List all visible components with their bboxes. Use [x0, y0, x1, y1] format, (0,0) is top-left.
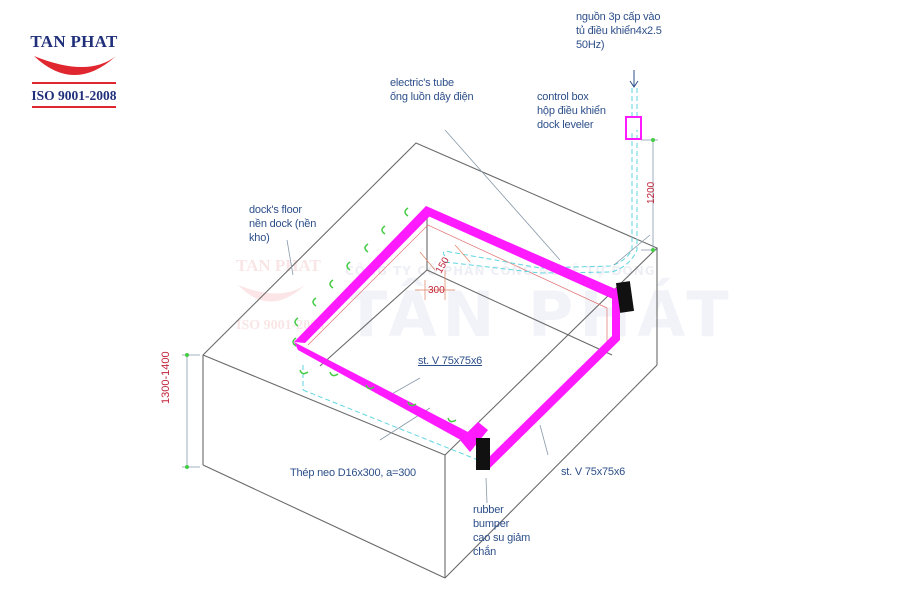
dimension-anchor-offset: 300: [428, 285, 445, 296]
label-anchor-steel: Thép neo D16x300, a=300: [290, 467, 416, 479]
dimension-ticks: [185, 138, 655, 469]
company-logo: TAN PHAT ISO 9001-2008: [28, 32, 120, 112]
logo-iso-cert: ISO 9001-2008: [31, 88, 117, 103]
logo-swoosh-icon: [32, 56, 116, 108]
dimension-pit-depth: 1300-1400: [160, 351, 172, 404]
watermark-logo-text: TAN PHAT: [236, 256, 321, 275]
control-box: [625, 116, 642, 140]
rubber-bumper-right: [615, 281, 635, 313]
label-rubber-bumper: rubber bumper cao su giảm chắn: [473, 504, 531, 558]
label-power-supply: nguồn 3p cấp vào tủ điều khiển4x2.5 50Hz…: [576, 11, 662, 51]
angle-steel-frame: [294, 206, 624, 468]
dimension-control-box-height: 1200: [646, 181, 657, 204]
label-angle-steel-top: st. V 75x75x6: [418, 355, 483, 367]
rubber-bumper-front: [476, 438, 490, 470]
label-electric-tube: electric's tube ống luồn dây điện: [390, 77, 474, 103]
label-docks-floor: dock's floor nền dock (nền kho): [249, 204, 317, 244]
electric-tube: [302, 88, 638, 461]
label-angle-steel-side: st. V 75x75x6: [561, 466, 626, 478]
anchor-steel-hooks: [292, 207, 457, 423]
small-dimension-marks: [415, 244, 471, 300]
power-arrow-icon: [629, 70, 639, 88]
dimension-lines: [182, 139, 658, 468]
pit-outline: [202, 142, 658, 579]
watermark-iso-text: ISO 9001-2008: [236, 318, 325, 333]
logo-company-name: TAN PHAT: [30, 32, 118, 51]
label-control-box: control box hộp điều khiển dock leveler: [537, 91, 606, 131]
watermark-brand: TÂN PHÁT: [345, 278, 735, 351]
